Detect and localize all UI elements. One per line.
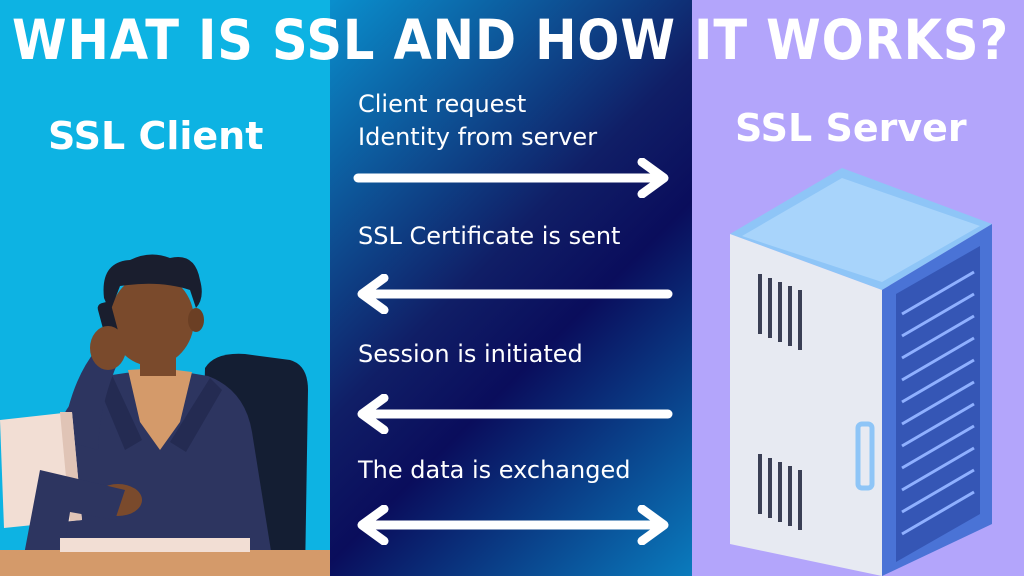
- step-3-label: Session is initiated: [358, 340, 583, 368]
- step-4-label: The data is exchanged: [358, 456, 631, 484]
- server-rack-icon: [722, 164, 1022, 576]
- step-1-label: Client request Identity from server: [358, 88, 597, 154]
- page-title: WHAT IS SSL AND HOW IT WORKS?: [12, 8, 1010, 72]
- step-1-line-2: Identity from server: [358, 123, 598, 151]
- person-on-phone-icon: [0, 250, 330, 576]
- double-arrow-icon: [352, 505, 674, 545]
- left-arrow-icon: [352, 274, 674, 314]
- message-flow-panel: [330, 0, 692, 576]
- client-label: SSL Client: [48, 114, 264, 158]
- right-arrow-icon: [352, 158, 674, 198]
- left-arrow-icon: [352, 394, 674, 434]
- step-1-line-1: Client request: [358, 90, 527, 118]
- server-label: SSL Server: [735, 106, 967, 150]
- step-2-label: SSL Certificate is sent: [358, 222, 621, 250]
